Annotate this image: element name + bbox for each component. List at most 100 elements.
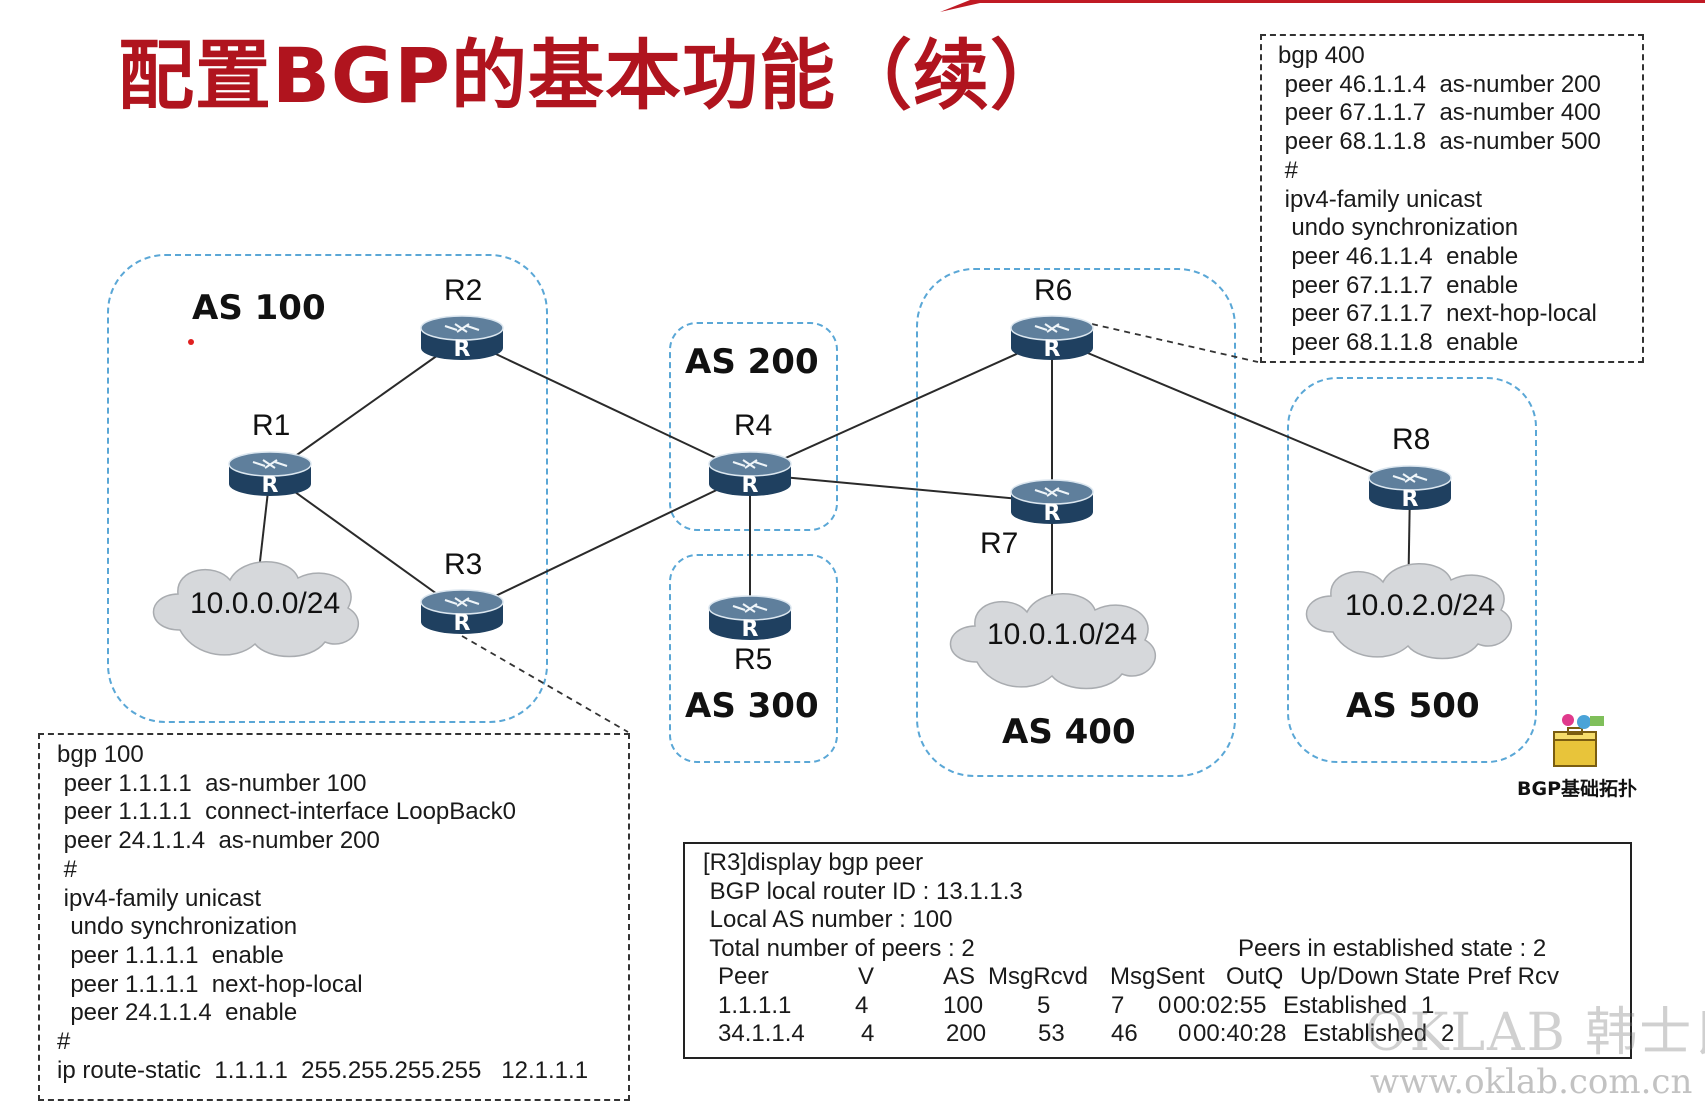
toolbox-caption: BGP基础拓扑 [1517, 778, 1638, 800]
link-r4-r7 [749, 473, 1053, 503]
col-header-msgrcvd: MsgRcvd [988, 963, 1089, 990]
network-label-10-0-2-0: 10.0.2.0/24 [1345, 589, 1496, 622]
peer-cell: 4 [855, 991, 869, 1019]
as-label-400: AS 400 [1002, 712, 1136, 752]
peer-cell: 4 [861, 1020, 875, 1047]
router-glyph: R [742, 617, 759, 642]
cloud-icon [1305, 563, 1513, 660]
peer-cell: 0 [1178, 1020, 1192, 1047]
peer-cell: 2 [1441, 1020, 1455, 1047]
config-line: ipv4-family unicast [57, 884, 262, 912]
peer-cell: 0 [1158, 991, 1172, 1019]
as-region-200 [669, 322, 838, 531]
col-header-outq: OutQ [1226, 963, 1284, 990]
config-line: bgp 100 [57, 741, 144, 768]
router-glyph: R [1044, 337, 1061, 362]
config-line: peer 1.1.1.1 connect-interface LoopBack0 [57, 798, 516, 826]
clouds-layer [152, 561, 1513, 690]
local-as-line: Local AS number : 100 [703, 906, 953, 933]
callout-line-r6 [1091, 323, 1259, 363]
col-header-v: V [858, 963, 875, 990]
as-region-300 [669, 554, 838, 763]
total-peers-text: Total number of peers : 2 [703, 934, 975, 962]
router-label-r3: R3 [444, 548, 483, 581]
config-line: # [57, 855, 78, 883]
peer-cell: 00:02:55 [1173, 991, 1267, 1019]
r6-bgp-config: bgp 400 peer 46.1.1.4 as-number 200 peer… [1260, 34, 1644, 363]
peer-cell: 00:40:28 [1193, 1020, 1287, 1047]
config-line: peer 46.1.1.4 enable [1278, 242, 1519, 270]
config-line: peer 68.1.1.8 enable [1278, 329, 1519, 357]
config-line: peer 67.1.1.7 enable [1278, 271, 1519, 299]
slide-title: 配置BGP的基本功能（续） [118, 31, 1068, 120]
network-label-10-0-1-0: 10.0.1.0/24 [987, 618, 1138, 651]
router-icon-r7: R [1010, 479, 1094, 526]
router-label-r5: R5 [734, 643, 773, 676]
peer-cell: 7 [1111, 991, 1125, 1019]
as-region-500 [1287, 377, 1537, 763]
col-header-updown: Up/Down [1300, 963, 1399, 990]
link-r3-r4 [461, 473, 751, 613]
config-line: peer 24.1.1.4 enable [57, 999, 298, 1027]
router-icon-r8: R [1368, 465, 1452, 512]
config-line: # [57, 1028, 71, 1056]
router-icon-r1: R [228, 451, 312, 498]
router-label-r7: R7 [980, 527, 1019, 560]
peer-cell: 100 [943, 991, 984, 1019]
peer-summary-line: Total number of peers : 2 Peers in estab… [703, 935, 1618, 964]
as-region-400 [916, 268, 1236, 777]
as-region-100 [107, 254, 548, 723]
peer-cell: 34.1.1.4 [718, 1020, 805, 1047]
peer-table: Peer V AS MsgRcvd MsgSent OutQ Up/Down S… [703, 963, 1618, 1051]
config-line: peer 46.1.1.4 as-number 200 [1278, 70, 1601, 98]
established-peers-text: Peers in established state : 2 [1238, 934, 1547, 962]
router-glyph: R [1044, 501, 1061, 526]
router-icon-r6: R [1010, 315, 1094, 362]
cloud-icon [949, 593, 1157, 690]
router-id-line: BGP local router ID : 13.1.1.3 [703, 877, 1023, 905]
callout-lines [461, 323, 1259, 733]
peer-cell: 1.1.1.1 [718, 991, 792, 1019]
peer-cell: 46 [1111, 1020, 1138, 1047]
config-line: undo synchronization [57, 913, 298, 941]
header-decoration [940, 0, 1705, 12]
as-label-200: AS 200 [685, 342, 819, 382]
command-line: [R3]display bgp peer [703, 849, 924, 876]
as-label-500: AS 500 [1346, 686, 1480, 726]
peer-cell: 200 [946, 1020, 987, 1047]
config-line: peer 1.1.1.1 next-hop-local [57, 970, 363, 998]
router-glyph: R [1402, 487, 1419, 512]
config-line: bgp 400 [1278, 42, 1365, 69]
cloud-icon [152, 561, 360, 658]
peer-cell: 5 [1037, 991, 1051, 1019]
config-line: peer 68.1.1.8 as-number 500 [1278, 128, 1601, 156]
router-label-r1: R1 [252, 409, 291, 442]
config-line: peer 1.1.1.1 enable [57, 941, 284, 969]
router-icon-r5: R [708, 595, 792, 642]
col-header-state: State [1404, 963, 1461, 990]
r3-bgp-config: bgp 100 peer 1.1.1.1 as-number 100 peer … [38, 733, 630, 1101]
config-line: ipv4-family unicast [1278, 185, 1483, 213]
router-glyph: R [454, 337, 471, 362]
watermark-url: www.oklab.com.cn [1370, 1062, 1693, 1102]
link-r6-r8 [1051, 337, 1411, 489]
peer-cell: 53 [1038, 1020, 1065, 1047]
config-line: undo synchronization [1278, 214, 1519, 242]
col-header-peer: Peer [718, 963, 769, 990]
link-r2-r4 [461, 337, 751, 475]
links-layer [254, 337, 1411, 637]
peer-cell: Established [1303, 1020, 1428, 1047]
router-glyph: R [742, 473, 759, 498]
config-line: ip route-static 1.1.1.1 255.255.255.255 … [57, 1056, 589, 1084]
toolbox-icon[interactable] [1548, 708, 1610, 770]
network-label-10-0-0-0: 10.0.0.0/24 [190, 587, 341, 620]
col-header-msgsent: MsgSent [1110, 963, 1205, 990]
watermark-brand: OKLAB 韩士良 [1365, 1003, 1705, 1063]
col-header-as: AS [943, 963, 976, 990]
router-label-r2: R2 [444, 274, 483, 307]
router-label-r4: R4 [734, 409, 773, 442]
link-r1-r3 [269, 473, 463, 613]
router-glyph: R [262, 473, 279, 498]
